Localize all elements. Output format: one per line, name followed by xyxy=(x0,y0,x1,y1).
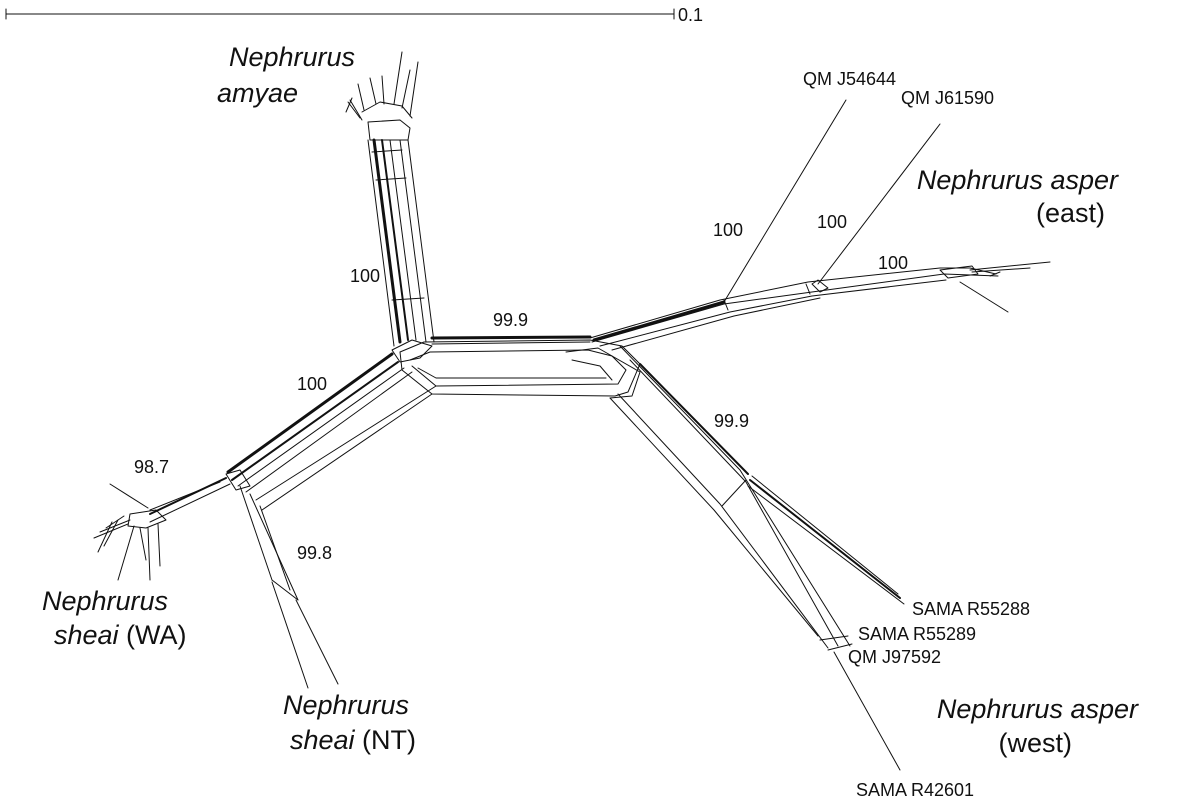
bootstrap-sheai-stem: 100 xyxy=(297,374,327,394)
bootstrap-sheai-wa: 98.7 xyxy=(134,457,169,477)
branch-asper-east xyxy=(589,99,1051,351)
bootstrap-east-100-c: 100 xyxy=(878,253,908,273)
taxon-sheai-wa-line1: Nephrurus xyxy=(42,586,168,616)
taxon-amyae-line2: amyae xyxy=(217,78,298,108)
bootstrap-east-100-a: 100 xyxy=(713,220,743,240)
taxon-sheai-nt-line1: Nephrurus xyxy=(283,690,409,720)
specimen-qm-j54644: QM J54644 xyxy=(803,69,896,89)
taxon-asper-west-line1: Nephrurus asper xyxy=(937,694,1139,724)
network-center xyxy=(391,335,641,399)
scale-bar-label: 0.1 xyxy=(678,5,703,25)
bootstrap-east-100-b: 100 xyxy=(817,212,847,232)
branch-sheai xyxy=(93,352,437,581)
specimen-qm-j97592: QM J97592 xyxy=(848,647,941,667)
bootstrap-labels: 100 99.9 100 100 100 100 98.7 99.8 99.9 xyxy=(134,212,908,563)
scale-bar: 0.1 xyxy=(5,5,703,25)
branch-asper-west xyxy=(609,345,905,771)
specimen-sama-r55288: SAMA R55288 xyxy=(912,599,1030,619)
taxon-asper-east-line2: (east) xyxy=(1036,198,1105,228)
taxon-asper-west-line2: (west) xyxy=(999,728,1073,758)
bootstrap-sheai-nt: 99.8 xyxy=(297,543,332,563)
bootstrap-amyae-stem: 100 xyxy=(350,266,380,286)
specimen-sama-r55289: SAMA R55289 xyxy=(858,624,976,644)
taxon-amyae-line1: Nephrurus xyxy=(229,42,355,72)
branch-sheai-nt xyxy=(239,485,339,689)
taxon-sheai-nt-line2: sheai (NT) xyxy=(290,725,416,755)
specimen-qm-j61590: QM J61590 xyxy=(901,88,994,108)
specimen-sama-r42601: SAMA R42601 xyxy=(856,780,974,800)
specimen-labels: QM J54644 QM J61590 SAMA R55288 SAMA R55… xyxy=(803,69,1030,800)
taxon-sheai-wa-line2: sheai (WA) xyxy=(54,620,187,650)
bootstrap-center-east: 99.9 xyxy=(493,310,528,330)
branch-amyae xyxy=(345,51,435,347)
bootstrap-west: 99.9 xyxy=(714,411,749,431)
taxon-labels: Nephrurus amyae Nephrurus asper (east) N… xyxy=(42,42,1139,758)
taxon-asper-east-line1: Nephrurus asper xyxy=(917,165,1119,195)
